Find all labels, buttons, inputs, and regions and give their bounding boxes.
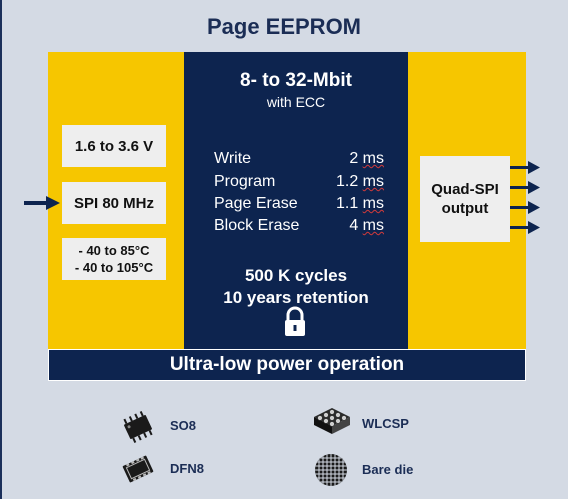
cycles-label: 500 K cycles [244,266,348,285]
spec-name: Write [214,150,252,167]
temperature-box: - 40 to 85°C - 40 to 105°C [62,238,166,280]
temperature-range-1: - 40 to 85°C [78,243,150,258]
spec-unit: ms [362,217,384,234]
spec-row-write: Write 2 ms [214,150,384,172]
power-operation-bar: Ultra-low power operation [48,349,526,381]
voltage-box: 1.6 to 3.6 V [62,125,166,167]
spec-row-program: Program 1.2 ms [214,173,384,195]
spi-label: SPI 80 MHz [73,194,155,212]
power-operation-label: Ultra-low power operation [169,354,405,375]
spec-row-block-erase: Block Erase 4 ms [214,217,384,239]
wlcsp-label: WLCSP [362,416,409,431]
wlcsp-chip-icon [314,408,350,434]
dfn8-chip-icon [122,455,154,483]
so8-label: SO8 [170,418,197,433]
dfn8-label: DFN8 [170,461,204,476]
spec-unit: ms [362,173,384,190]
spi-input-arrow-icon [24,196,60,210]
spec-name: Page Erase [214,195,298,212]
center-navy-panel [184,52,408,352]
quad-spi-output-box: Quad-SPI output [420,156,510,242]
spec-value: 4 [349,217,359,234]
padlock-icon [285,306,305,336]
ecc-label: with ECC [266,94,326,110]
density-label: 8- to 32-Mbit [240,70,352,91]
spec-unit: ms [362,195,384,212]
output-label: output [441,200,489,217]
voltage-label: 1.6 to 3.6 V [74,137,154,155]
spec-name: Block Erase [214,217,300,234]
retention-label: 10 years retention [223,288,369,307]
spec-value: 1.1 [335,195,359,212]
spec-value: 1.2 [335,173,359,190]
quad-spi-label: Quad-SPI [431,181,499,198]
left-edge-rule [0,0,2,499]
spi-box: SPI 80 MHz [62,182,166,224]
spec-value: 2 [349,150,359,167]
bare-die-icon [315,454,347,486]
spec-name: Program [214,173,276,190]
bare-die-label: Bare die [362,462,414,477]
spec-row-page-erase: Page Erase 1.1 ms [214,195,384,217]
diagram-title: Page EEPROM [206,14,362,39]
temperature-range-2: - 40 to 105°C [74,260,154,275]
so8-chip-icon [123,410,153,444]
spec-unit: ms [362,150,384,167]
quad-output-arrows-icon [510,161,540,234]
